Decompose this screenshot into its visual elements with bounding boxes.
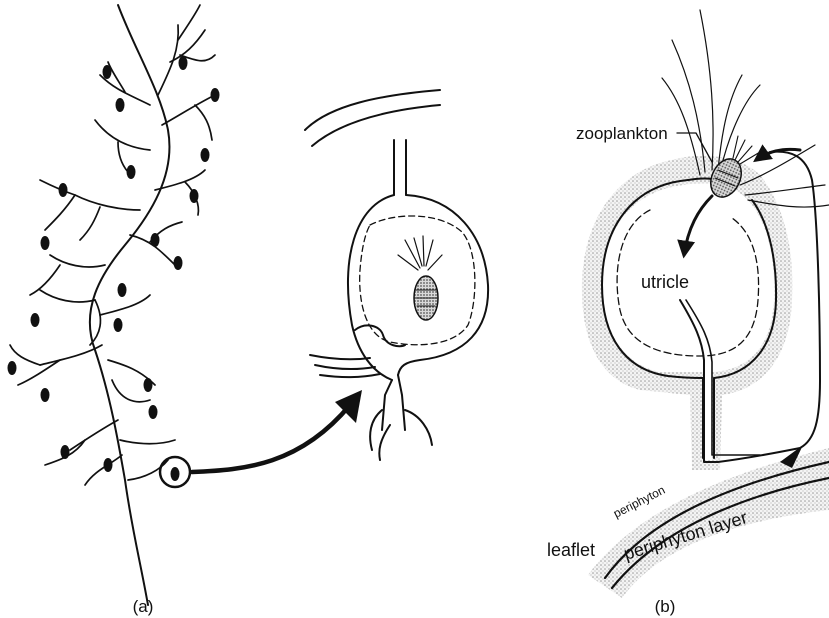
plant-bladders — [8, 56, 220, 472]
panel-b-label: (b) — [655, 597, 676, 616]
enlarged-bladder — [305, 90, 488, 460]
zoom-arrow — [192, 405, 350, 472]
utricle-label: utricle — [641, 272, 689, 292]
panel-a-label: (a) — [133, 597, 154, 616]
enlarged-bladder-inner-wall — [360, 216, 475, 345]
zooplankton-label: zooplankton — [576, 124, 668, 143]
highlighted-bladder — [171, 467, 180, 481]
panel-a: (a) — [8, 5, 489, 616]
leaflet-label: leaflet — [547, 540, 595, 560]
zooplankton-a — [398, 236, 442, 320]
panel-b: zooplankton utricle periphyton periphyto… — [547, 10, 829, 616]
